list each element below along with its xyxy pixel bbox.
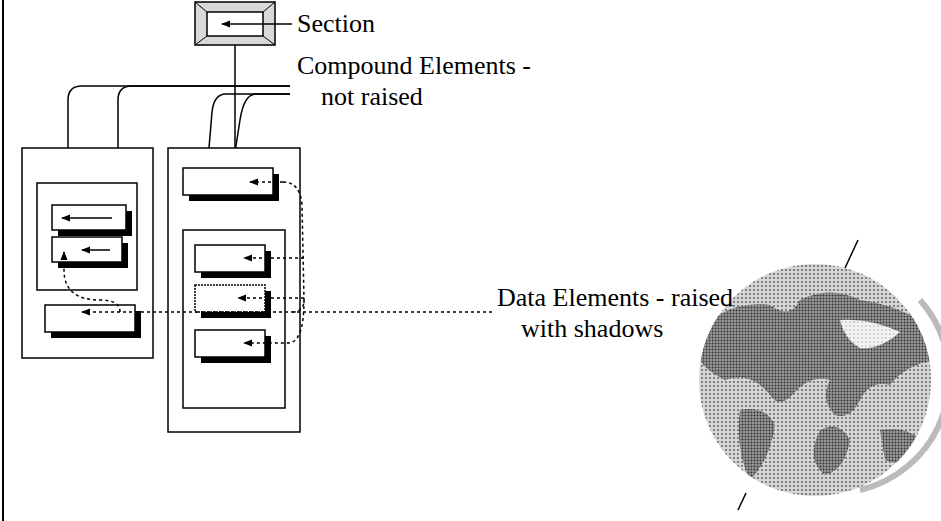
element-arrows — [62, 218, 112, 250]
annotation-label: Data Elements - raised with shadows — [497, 282, 747, 344]
compound-element — [168, 148, 300, 432]
leader-line — [222, 23, 292, 25]
data-elements — [45, 168, 279, 363]
annotation-label: Section — [297, 8, 547, 39]
tree-line — [234, 45, 236, 150]
globe-picture — [699, 240, 941, 510]
compound-element — [22, 148, 153, 358]
dashed-leaders — [64, 182, 492, 343]
annotation-label: Compound Elements - not raised — [297, 50, 547, 112]
page-border — [2, 0, 4, 521]
